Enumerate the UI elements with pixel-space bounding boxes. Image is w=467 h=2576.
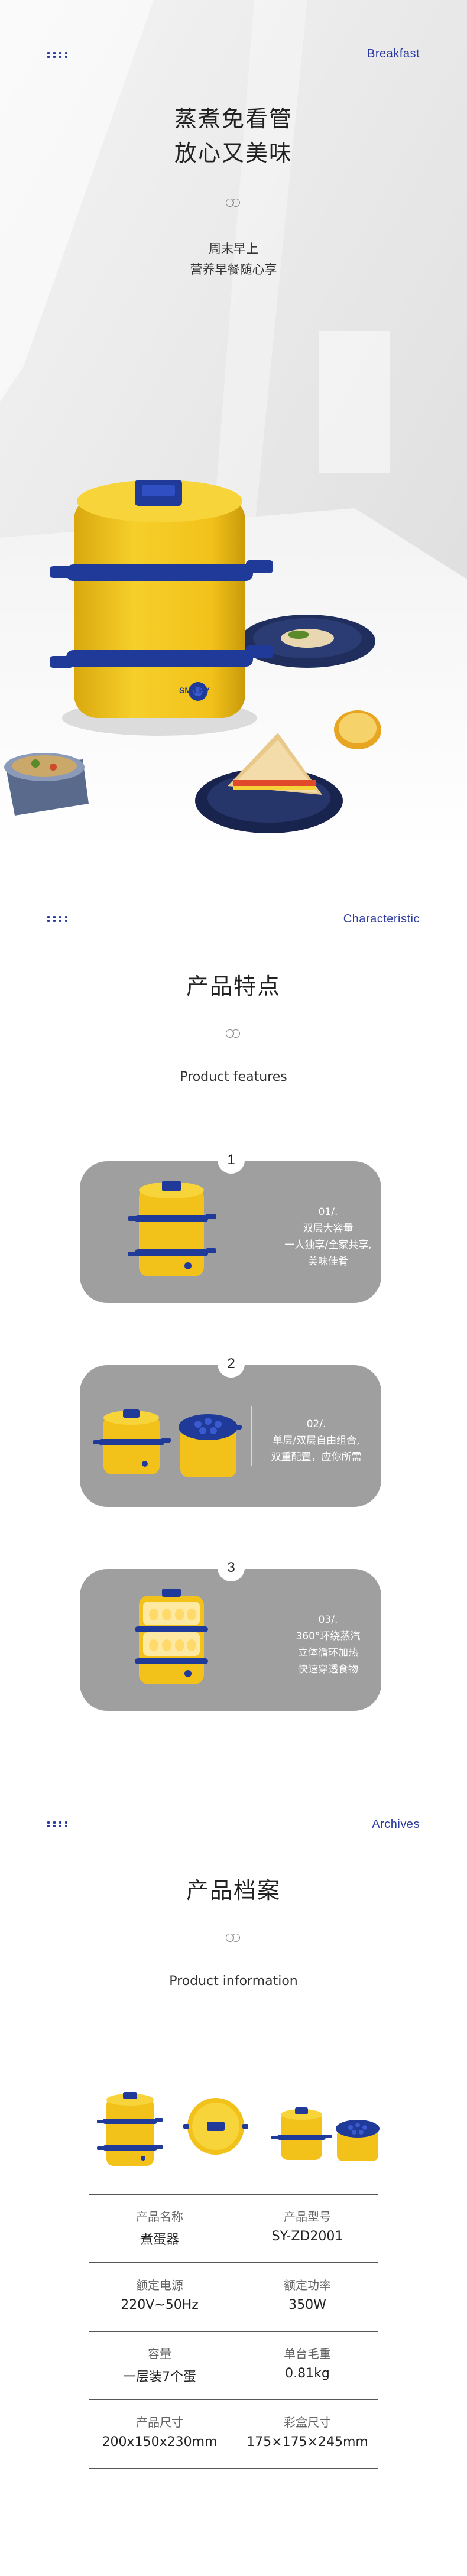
spec-cell: 产品尺寸 200x150x230mm [89,2413,231,2450]
feature-line: 一人独享/全家共享, [284,1239,372,1251]
spec-cell: 额定功率 350W [236,2276,378,2312]
spec-value: 220V~50Hz [121,2298,199,2312]
spec-cell: 产品名称 煮蛋器 [89,2207,231,2248]
section-dots-archives [47,1821,67,1827]
feature-badge-2: 2 [218,1350,245,1378]
spec-value: 0.81kg [285,2366,330,2381]
card-divider [251,1406,252,1466]
archives-tag: Archives [372,1818,420,1831]
feature-number: 01/. [318,1206,338,1218]
features-tag: Characteristic [343,912,420,925]
hero-sub-line2: 营养早餐随心享 [190,262,277,277]
spec-value: 一层装7个蛋 [123,2370,196,2385]
feature-number: 02/. [306,1418,326,1430]
feature-line: 快速穿透食物 [298,1664,358,1675]
spec-divider [89,2262,378,2263]
spec-label: 额定电源 [136,2278,183,2292]
spec-cell: 产品型号 SY-ZD2001 [236,2207,378,2244]
spec-cell: 彩盒尺寸 175×175×245mm [236,2413,378,2450]
features-title: 产品特点 [186,973,281,999]
spec-value: 350W [288,2298,326,2312]
hero-tag: Breakfast [367,47,420,60]
archives-subtitle: Product information [169,1974,298,1989]
feature-badge-3: 3 [218,1554,245,1581]
feature-card-text: 02/. 单层/双层自由组合, 双重配置，应你所需 [251,1416,381,1466]
spec-label: 产品尺寸 [136,2415,183,2429]
spec-label: 产品型号 [284,2210,331,2224]
spec-label: 额定功率 [284,2278,331,2292]
feature-card-2: 02/. 单层/双层自由组合, 双重配置，应你所需 [80,1365,381,1507]
feature-line: 360°环绕蒸汽 [296,1630,361,1642]
feature-card-text: 03/. 360°环绕蒸汽 立体循环加热 快速穿透食物 [275,1612,381,1678]
feature-card-3: 03/. 360°环绕蒸汽 立体循环加热 快速穿透食物 [80,1569,381,1711]
hero-title-line2: 放心又美味 [174,140,293,166]
feature-line: 单层/双层自由组合, [273,1435,360,1447]
spec-cell: 单台毛重 0.81kg [236,2344,378,2381]
rings-icon [225,1932,242,1942]
archives-title: 产品档案 [186,1877,281,1903]
rings-icon [225,1028,242,1038]
spec-value: 煮蛋器 [140,2233,179,2247]
spec-value: 200x150x230mm [102,2435,218,2450]
spec-label: 单台毛重 [284,2347,331,2361]
feature-line: 立体循环加热 [298,1647,358,1659]
product-views-image [97,2092,380,2166]
spec-divider [89,2468,378,2469]
spec-divider [89,2399,378,2400]
spec-label: 彩盒尺寸 [284,2415,331,2429]
product-single-and-steamer-image [93,1409,242,1477]
hero-background [0,0,467,851]
spec-cell: 额定电源 220V~50Hz [89,2276,231,2312]
feature-card-text: 01/. 双层大容量 一人独享/全家共享, 美味佳肴 [275,1204,381,1270]
section-dots-features [47,916,67,922]
features-subtitle: Product features [180,1070,287,1084]
spec-value: SY-ZD2001 [271,2229,343,2244]
feature-number: 03/. [318,1614,338,1626]
product-brand-label: SMILEY [179,686,210,695]
hero-section: Breakfast 蒸煮免看管 放心又美味 周末早上 营养早餐随心享 SMILE… [0,0,467,851]
spec-label: 产品名称 [136,2210,183,2224]
spec-divider [89,2331,378,2332]
product-double-steamer-image [128,1181,216,1276]
feature-badge-1: 1 [218,1146,245,1174]
spec-value: 175×175×245mm [247,2435,368,2450]
feature-line: 双重配置，应你所需 [271,1451,362,1463]
feature-card-1: 01/. 双层大容量 一人独享/全家共享, 美味佳肴 [80,1161,381,1303]
feature-line: 美味佳肴 [308,1256,348,1268]
hero-sub-line1: 周末早上 [209,242,258,256]
rings-icon [225,197,242,207]
spec-label: 容量 [148,2347,171,2361]
product-steam-cutaway-image [135,1589,208,1684]
feature-line: 双层大容量 [303,1223,354,1235]
spec-cell: 容量 一层装7个蛋 [89,2344,231,2385]
spec-divider [89,2194,378,2195]
hero-title-line1: 蒸煮免看管 [174,106,293,132]
section-dots-hero [47,52,67,58]
